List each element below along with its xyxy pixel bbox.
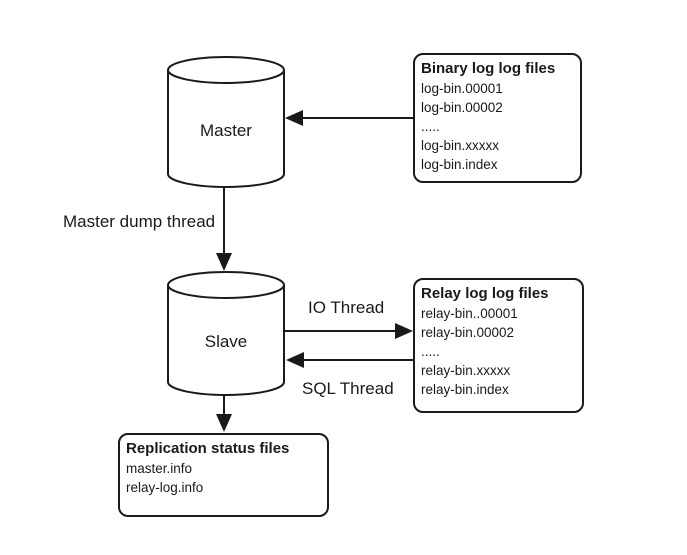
right-arrowhead xyxy=(395,323,413,339)
master-cylinder-top xyxy=(167,56,285,84)
sql-thread-arrow xyxy=(286,352,413,368)
status-file-name: relay-log.info xyxy=(126,480,204,495)
down-arrowhead xyxy=(216,414,232,432)
replication-status-files-title: Replication status files xyxy=(126,440,290,457)
replication-status-files-box: Replication status files master.info rel… xyxy=(118,433,329,517)
io-thread-label: IO Thread xyxy=(308,298,385,317)
io-thread-arrow xyxy=(284,323,413,339)
binary-log-file-name: log-bin.index xyxy=(421,157,498,172)
relay-log-files-box: Relay log log files relay-bin..00001 rel… xyxy=(413,278,584,413)
left-arrowhead xyxy=(286,352,304,368)
binary-log-files-box: Binary log log files log-bin.00001 log-b… xyxy=(413,53,582,183)
down-arrowhead xyxy=(216,253,232,271)
binary-log-file-name: log-bin.xxxxx xyxy=(421,138,500,153)
left-arrowhead xyxy=(285,110,303,126)
binary-log-files-title: Binary log log files xyxy=(421,60,556,77)
slave-node-label: Slave xyxy=(204,332,248,351)
relay-log-file-name: relay-bin..00001 xyxy=(421,306,518,321)
master-to-slave-arrow xyxy=(216,188,232,271)
relay-log-file-name: relay-bin.index xyxy=(421,382,509,397)
master-database-cylinder xyxy=(167,56,285,188)
relay-log-ellipsis: ..... xyxy=(421,344,440,359)
relay-log-files-title: Relay log log files xyxy=(421,285,549,302)
slave-to-status-files-arrow xyxy=(216,395,232,432)
binary-log-ellipsis: ..... xyxy=(421,119,440,134)
slave-cylinder-body xyxy=(167,285,285,396)
relay-log-file-name: relay-bin.00002 xyxy=(421,325,515,340)
master-cylinder-body xyxy=(167,70,285,188)
relay-log-file-name: relay-bin.xxxxx xyxy=(421,363,511,378)
binary-log-file-name: log-bin.00002 xyxy=(421,100,503,115)
sql-thread-label: SQL Thread xyxy=(302,379,394,398)
status-file-name: master.info xyxy=(126,461,193,476)
master-dump-thread-label: Master dump thread xyxy=(63,212,216,231)
slave-cylinder-top xyxy=(167,271,285,299)
master-node-label: Master xyxy=(200,121,252,140)
binary-log-to-master-arrow xyxy=(285,110,413,126)
binary-log-file-name: log-bin.00001 xyxy=(421,81,503,96)
slave-database-cylinder xyxy=(167,271,285,396)
